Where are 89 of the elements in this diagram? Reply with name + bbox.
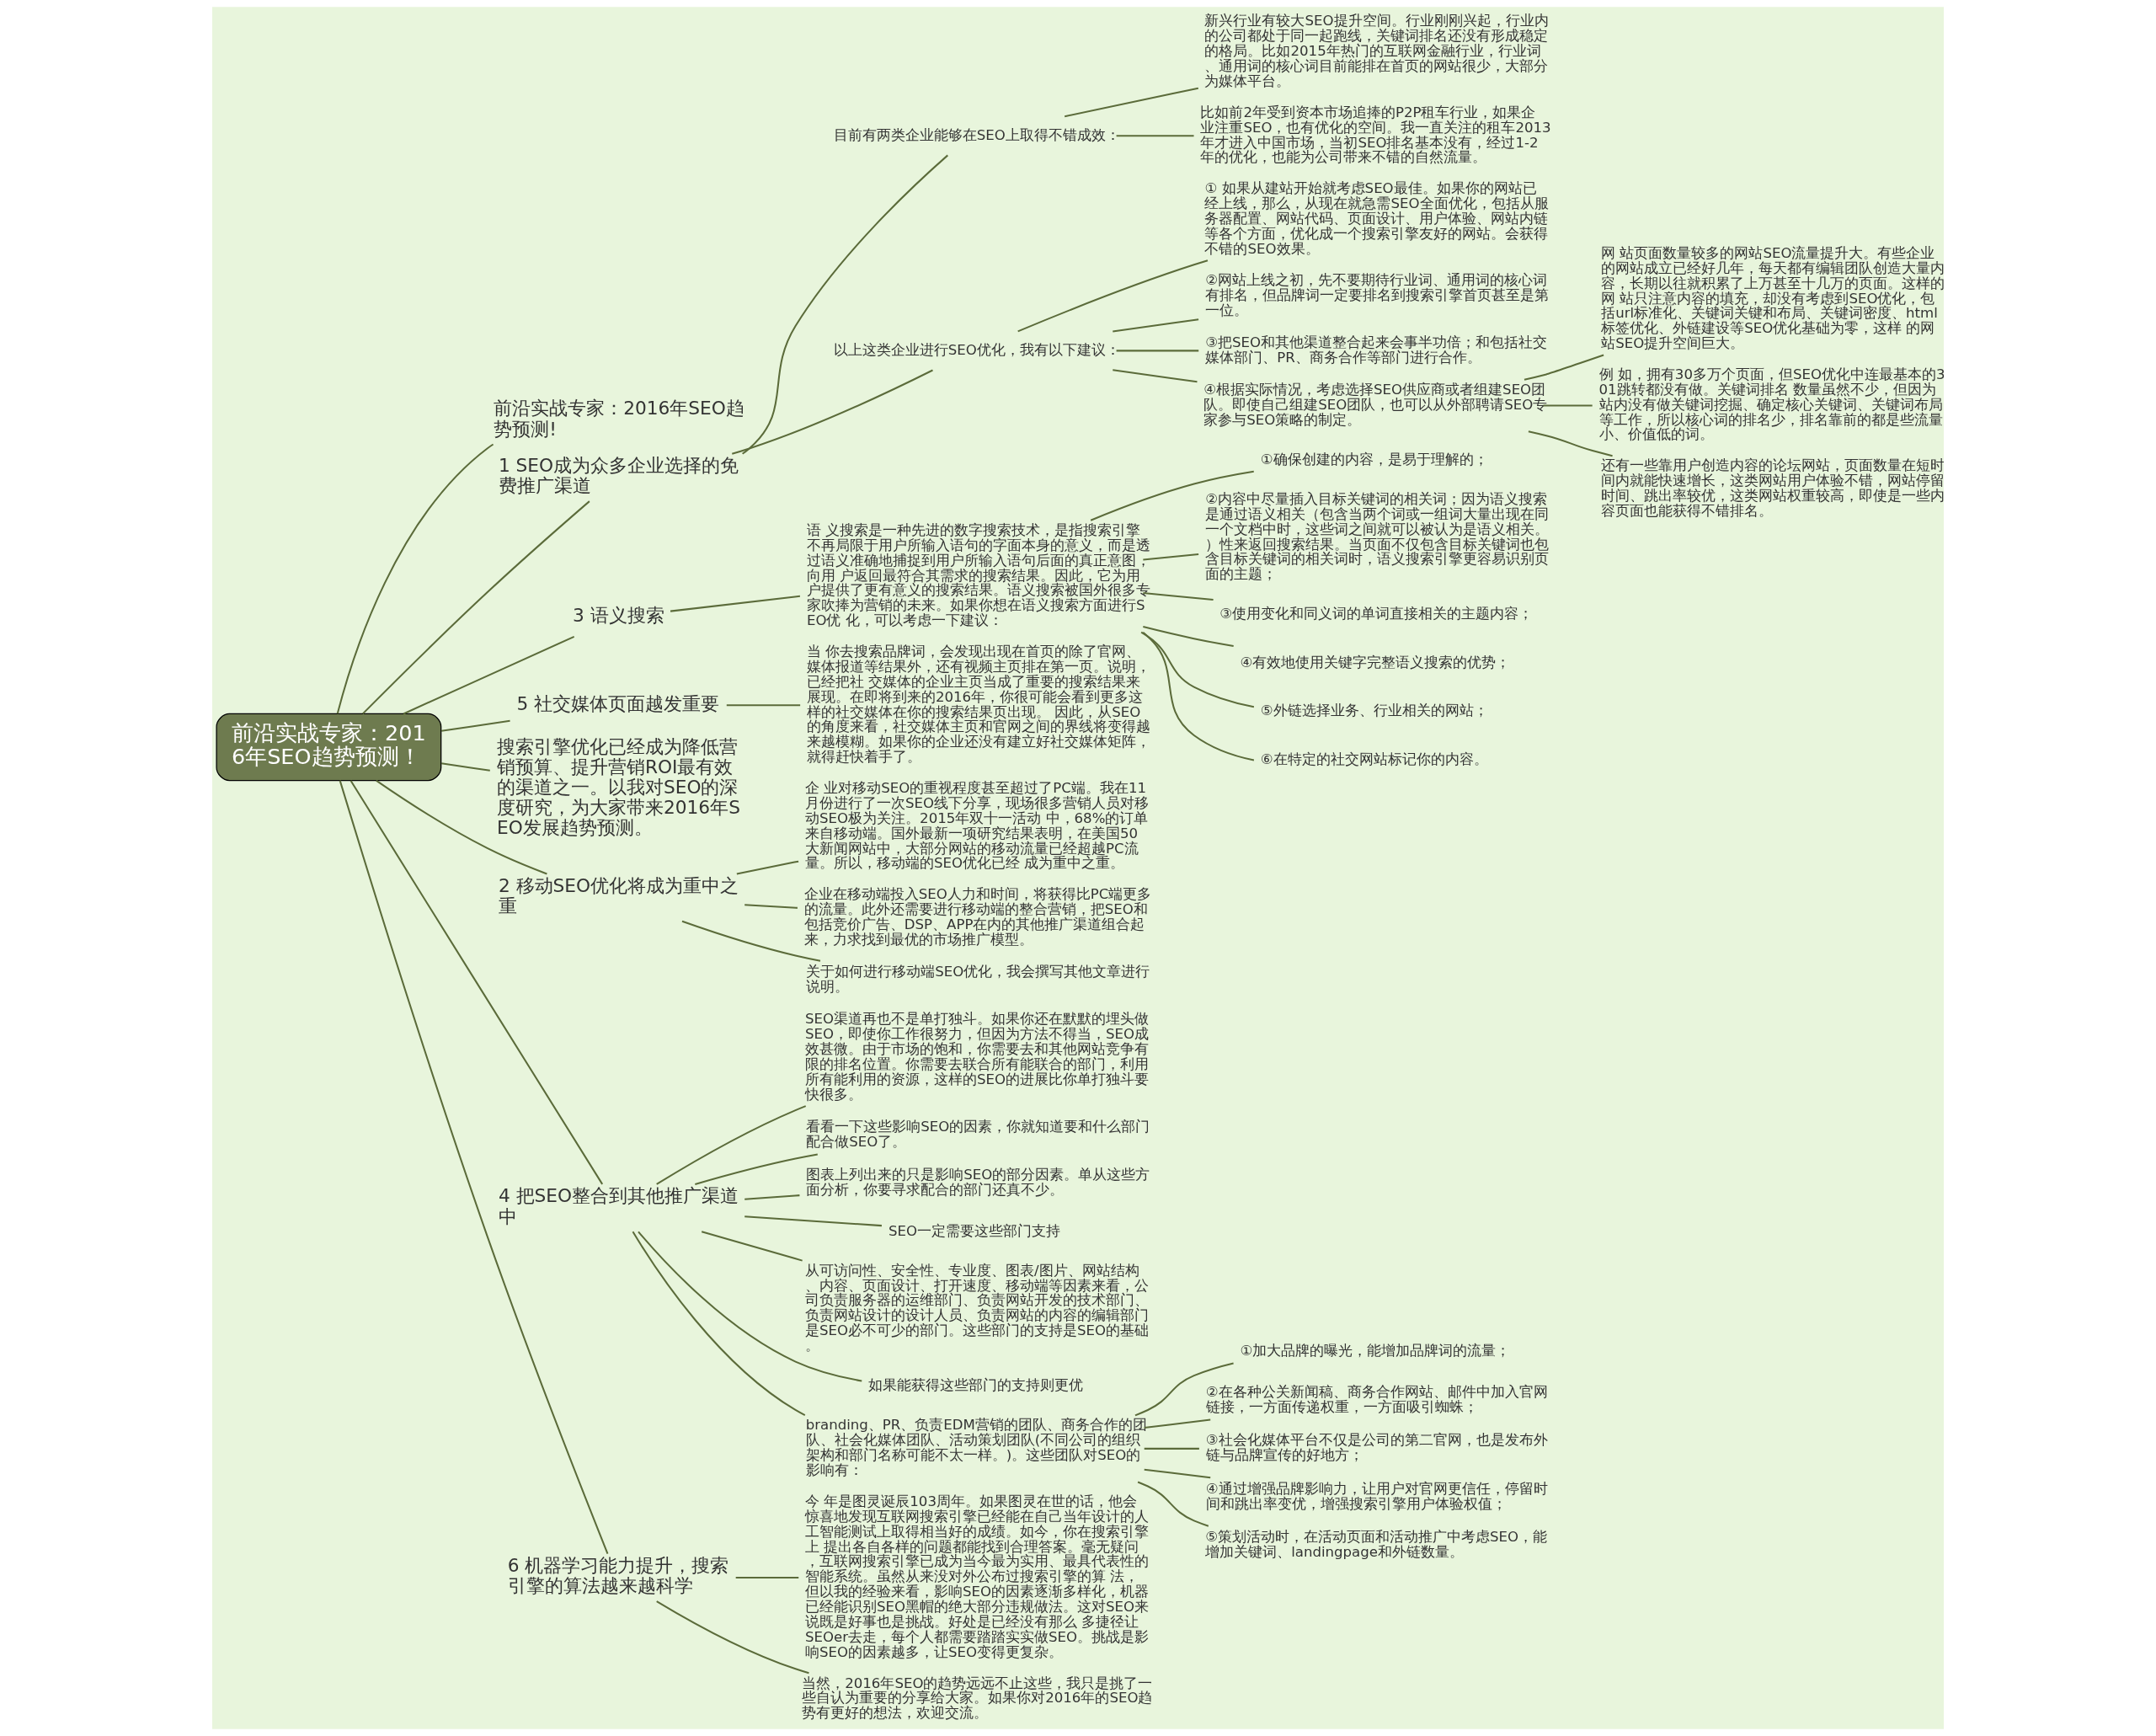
node-text: ①加大品牌的曝光，能增加品牌词的流量； [1240, 1343, 1511, 1359]
node-text: 语 义搜索是一种先进的数字搜索技术，是指搜索引擎不再局限于用户所输入语句的字面本身的意义，而是透过语义准确地捕捉到用户所输入语句后面的真正意图，向用 户返回最符合其需求的搜索结果。因此，它为用户提供了更有意义的搜索结果。语义搜索被国外很多专家吹捧为营销的未来。如果你想在语义搜索方面进行SEO优 化，可以考虑一下建议： [806, 521, 1150, 629]
node-text: 企 业对移动SEO的重视程度甚至超过了PC端。我在11月份进行了一次SEO线下分享，现场很多营销人员对移动SEO极为关注。2015年双十一活动 中，68%的订单来自移动端。国外最新一项研究结果表明，在美国50大新闻网站中，大部分网站的移动流量已经超越PC流量。所以，移动端的SEO优化已经 成为重中之重。 [805, 780, 1150, 872]
connector [376, 779, 547, 875]
connector [638, 1231, 862, 1382]
connector [735, 1576, 799, 1578]
connector [362, 500, 590, 715]
node-text: ①确保创建的内容，是易于理解的； [1260, 451, 1488, 467]
node-text: 关于如何进行移动端SEO优化，我会撰写其他文章进行说明。 [806, 964, 1150, 996]
node-text: ④通过增强品牌影响力，让用户对官网更信任，停留时间和跳出率变优，增强搜索引擎用户体验权值； [1205, 1480, 1548, 1512]
connector [1140, 631, 1255, 708]
connector [440, 719, 510, 732]
connector [726, 704, 801, 707]
node-text: 网 站页面数量较多的网站SEO流量提升大。有些企业的网站成立已经好几年，每天都有编辑团队创造大量内容，长期以往就积累了上万甚至十几万的页面。这样的网 站只注意内容的填充，却没有考虑到SEO优化，包括url标准化、关键词关键和布局、关键词密度、html标签优化、外链建设等SEO优化基础为零，这样 的网站SEO提升空间巨大。 [1601, 244, 1945, 352]
connector [336, 443, 494, 714]
connector [744, 1194, 800, 1200]
connector [695, 1153, 818, 1185]
connector [656, 1600, 809, 1675]
node-text: 以上这类企业进行SEO优化，我有以下建议： [833, 341, 1120, 358]
node-text: 3 语义搜索 [572, 604, 664, 626]
connector [1137, 1481, 1209, 1527]
node-text: 4 把SEO整合到其他推广渠道中 [498, 1185, 739, 1227]
connector [1116, 135, 1194, 137]
node-text: ⑤策划活动时，在活动页面和活动推广中考虑SEO，能增加关键词、landingpage和外链数量。 [1205, 1529, 1548, 1560]
connector [440, 762, 490, 772]
node-text: 新兴行业有较大SEO提升空间。行业刚刚兴起，行业内的公司都处于同一起跑线，关键词排名还没有形成稳定的格局。比如2015年热门的互联网金融行业，行业词、通用词的核心词目前能排在首页的网站很少，大部分为媒体平台。 [1204, 13, 1549, 89]
connector [1143, 626, 1234, 647]
connector [1142, 632, 1255, 761]
connector [1543, 404, 1593, 407]
connector [632, 1231, 806, 1417]
node-text: 6 机器学习能力提升，搜索引擎的算法越来越科学 [507, 1555, 729, 1597]
connector [1116, 350, 1199, 352]
connector [1134, 1362, 1234, 1417]
connector [656, 1105, 807, 1185]
connector [736, 860, 799, 875]
connector [670, 595, 801, 612]
node-text: 当 你去搜索品牌词，会发现出现在首页的除了官网、媒体报道等结果外，还有视频主页排在第一页。说明，已经把社 交媒体的企业主页当成了重要的搜索结果来展现。在即将到来的2016年，你很可能会看到更多这样的社交媒体在你的搜索结果页出现。 因此，从SEO的角度来看，社交媒体主页和官网之间的界线将变得越来越模糊。如果你的企业还没有建立好社交媒体矩阵，就得赶快着手了。 [806, 644, 1150, 766]
node-text: 比如前2年受到资本市场追捧的P2P租车行业，如果企业注重SEO，也有优化的空间。我一直关注的租车2013年才进入中国市场，当初SEO排名基本没有，经过1-2年的优化，也能为公司带来不错的自然流量。 [1200, 104, 1551, 166]
connector [742, 154, 948, 455]
node-text: ⑤外链选择业务、行业相关的网站； [1260, 702, 1488, 719]
node-text: SEO一定需要这些部门支持 [888, 1222, 1060, 1239]
node-text: 搜索引擎优化已经成为降低营销预算、提升营销ROI最有效的渠道之一。以我对SEO的深度研究，为大家带来2016年SEO发展趋势预测。 [496, 735, 740, 839]
connector [350, 780, 604, 1185]
node-text: 例 如，拥有30多万个页面，但SEO优化中连最基本的301跳转都没有做。关键词排名 数量虽然不少，但因为站内没有做关键词挖掘、确定核心关键词、关键词布局等工作，所以核心词的排名少，排名靠前的都是些流量小、价值低的词。 [1598, 366, 1945, 443]
connector [1144, 1447, 1199, 1450]
node-text: 看看一下这些影响SEO的因素，你就知道要和什么部门配合做SEO了。 [806, 1118, 1150, 1150]
node-text: 企业在移动端投入SEO人力和时间，将获得比PC端更多的流量。此外还需要进行移动端的整合营销，把SEO和包括竞价广告、DSP、APP在内的其他推广渠道组合起来，力求找到最优的市场推广模型。 [803, 886, 1152, 948]
node-text: 1 SEO成为众多企业选择的免费推广渠道 [498, 454, 739, 497]
connector [1524, 354, 1604, 381]
connector [1064, 87, 1199, 118]
connector [339, 780, 609, 1554]
connector [1144, 1418, 1211, 1429]
node-text: ④根据实际情况，考虑选择SEO供应商或者组建SEO团队。即使自己组建SEO团队，也可以从外部聘请SEO专家参与SEO策略的制定。 [1203, 381, 1548, 428]
node-text: ②网站上线之初，先不要期待行业词、通用词的核心词有排名，但品牌词一定要排名到搜索引擎首页甚至是第一位。 [1205, 271, 1550, 318]
node-text: ④有效地使用关键字完整语义搜索的优势； [1240, 654, 1511, 670]
node-text: 前沿实战专家：2016年SEO趋势预测! [494, 398, 744, 440]
connector [1017, 259, 1209, 333]
connector [701, 1231, 803, 1262]
node-box: 前沿实战专家：2016年SEO趋势预测！ [216, 713, 442, 782]
connector [681, 920, 821, 962]
node-text: SEO渠道再也不是单打独斗。如果你还在默默的埋头做SEO，即使你工作很努力，但因为方法不得当，SEO成效甚微。由于市场的饱和，你需要去和其他网站竞争有限的排名位置。你需要去联合所有能联合的部门，利用所有能利用的资源，这样的SEO的进展比你单打独斗要快很多。 [805, 1011, 1150, 1103]
node-text: ③社会化媒体平台不仅是公司的第二官网，也是发布外链与品牌宣传的好地方； [1205, 1432, 1548, 1464]
connector [731, 369, 933, 455]
node-text: ① 如果从建站开始就考虑SEO最佳。如果你的网站已经上线，那么，从现在就急需SEO全面优化，包括从服务器配置、网站代码、页面设计、用户体验、网站内链等各个方面，优化成一个搜索引擎友好的网站。会获得不错的SEO效果。 [1204, 180, 1549, 257]
node-text: branding、PR、负责EDM营销的团队、商务合作的团队、社会化媒体团队、活动策划团队(不同公司的组织架构和部门名称可能不太一样。)。这些团队对SEO的影响有： [805, 1417, 1147, 1478]
connector [744, 1215, 882, 1227]
connector [1528, 430, 1613, 457]
node-text: ②内容中尽量插入目标关键词的相关词；因为语义搜索是通过语义相关（包含当两个词或一组词大量出现在同一个文档中时，这些词之间就可以被认为是语义相关。）性来返回搜索结果。当页面不仅包含目标关键词也包含目标关键词的相关词时，语义搜索引擎更容易识别页面的主题； [1205, 491, 1550, 583]
node-text: 还有一些靠用户创造内容的论坛网站，页面数量在短时间内就能快速增长，这类网站用户体验不错，网站停留时间、跳出率较优，这类网站权重较高，即使是一些内容页面也能获得不错排名。 [1601, 457, 1945, 520]
connector [1113, 369, 1198, 383]
connector [744, 904, 798, 909]
connector [1143, 553, 1199, 561]
node-text: 2 移动SEO优化将成为重中之重 [498, 874, 739, 916]
connector [1090, 470, 1254, 521]
connector [1144, 1468, 1211, 1479]
node-text: ③把SEO和其他渠道整合起来会事半功倍；和包括社交媒体部门、PR、商务合作等部门进行合作。 [1205, 334, 1548, 366]
connector [1143, 591, 1214, 601]
connector [1113, 318, 1199, 333]
node-text: 目前有两类企业能够在SEO上取得不错成效： [833, 126, 1120, 143]
node-text: 5 社交媒体页面越发重要 [516, 692, 720, 714]
node-text: ②在各种公关新闻稿、商务合作网站、邮件中加入官网链接，一方面传递权重，一方面吸引蜘蛛； [1205, 1383, 1548, 1415]
node-text: ③使用变化和同义词的单词直接相关的主题内容； [1219, 606, 1534, 622]
node-text: 如果能获得这些部门的支持则更优 [868, 1377, 1084, 1394]
node-text: ⑥在特定的社交网站标记你的内容。 [1260, 750, 1488, 767]
connector [403, 635, 575, 715]
node-text: 图表上列出来的只是影响SEO的部分因素。单从这些方面分析，你要寻求配合的部门还真不少。 [806, 1167, 1150, 1199]
node-text: 从可访问性、安全性、专业度、图表/图片、网站结构、内容、页面设计、打开速度、移动端等因素来看，公司负责服务器的运维部门、负责网站开发的技术部门、负责网站设计的设计人员、负责网站的内容的编辑部门是SEO必不可少的部门。这些部门的支持是SEO的基础。 [805, 1262, 1150, 1354]
node-text: 当然，2016年SEO的趋势远远不止这些，我只是挑了一些自认为重要的分享给大家。如果你对2016年的SEO趋势有更好的想法，欢迎交流。 [802, 1675, 1153, 1722]
node-text: 今 年是图灵诞辰103周年。如果图灵在世的话，他会惊喜地发现互联网搜索引擎已经能在自己当年设计的人工智能测试上取得相当好的成绩。如今，你在搜索引擎上 提出各自各样的问题都能找到合理答案。毫无疑问，互联网搜索引擎已成为当今最为实用、最具代表性的智能系统。虽然从来没对外公布过搜索引擎的算 法，但以我的经验来看，影响SEO的因素逐渐多样化，机器已经能识别SEO黑帽的绝大部分违规做法。这对SEO来说既是好事也是挑战。好处是已经没有那么 多捷径让SEOer去走，每个人都需要踏踏实实做SEO。挑战是影响SEO的因素越多，让SEO变得更复杂。 [805, 1493, 1150, 1660]
